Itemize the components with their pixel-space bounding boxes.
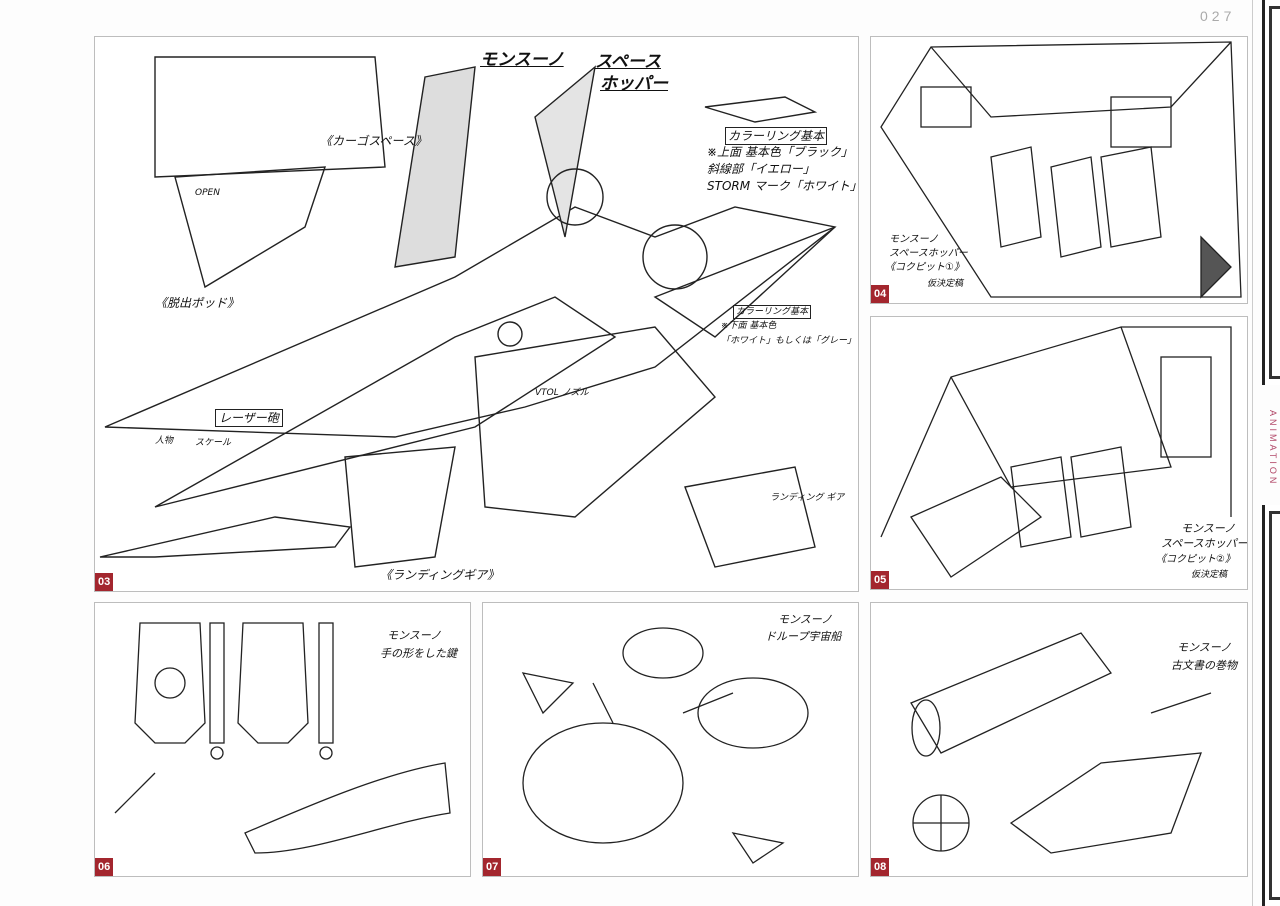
panel-number-badge: 07 [483,858,502,876]
space-hopper-sketch [99,56,837,568]
caption: モンスーノ [1181,522,1236,535]
caption: モンスーノ [1177,641,1232,654]
caption: カラーリング基本 [725,127,828,146]
caption: 仮決定稿 [927,279,964,289]
caption: スペースホッパー [1161,537,1248,550]
caption: スペースホッパー [889,248,968,259]
caption-title: スペース [595,52,661,72]
ancient-scroll-sketch [910,632,1212,854]
caption: 仮決定稿 [1191,570,1228,580]
caption: ランディング ギア [770,493,845,503]
caption-title: ホッパー [600,74,668,94]
caption: OPEN [195,188,220,198]
panel-number-badge: 03 [95,573,114,591]
caption: スケール [195,438,232,448]
panel-05-cockpit-2: モンスーノ スペースホッパー 《コクピット②》 仮決定稿 05 [870,316,1248,590]
panel-number-badge: 04 [871,285,890,303]
page-number: 027 [1200,8,1236,24]
caption: STORM マーク「ホワイト」 [707,179,859,193]
panel-07-droop-ship: モンスーノ ドループ宇宙船 07 [482,602,859,877]
cockpit-sketch [880,326,1232,578]
panel-04-cockpit-1: モンスーノ スペースホッパー 《コクピット①》 仮決定稿 04 [870,36,1248,304]
margin-divider [1252,0,1253,906]
caption: 《コクピット②》 [1156,554,1235,565]
cockpit-sketch [880,41,1242,299]
caption: VTOL ノズル [535,388,589,398]
caption: モンスーノ [387,629,442,642]
caption: 《ランディングギア》 [380,568,500,582]
caption: ドループ宇宙船 [765,630,842,643]
panel-06-hand-key: モンスーノ 手の形をした鍵 06 [94,602,471,877]
caption: 「ホワイト」もしくは「グレー」 [721,336,857,346]
caption: 手の形をした鍵 [380,647,457,660]
hand-key-sketch [114,622,451,854]
caption: ※下面 基本色 [721,321,777,331]
panel-number-badge: 08 [871,858,890,876]
caption: レーザー砲 [215,409,283,428]
panel-number-badge: 06 [95,858,114,876]
page-edge-bar [1262,505,1280,906]
caption: カラーリング基本 [733,305,812,320]
panel-number-badge: 05 [871,571,890,589]
caption: モンスーノ [889,234,939,245]
caption: 人物 [155,436,174,446]
caption: 《カーゴスペース》 [320,134,427,148]
page-edge-bar [1262,0,1280,385]
panel-03-space-hopper: モンスーノ スペース ホッパー カラーリング基本 ※上面 基本色「ブラック」 斜… [94,36,859,592]
caption-title: モンスーノ [480,50,564,70]
section-label: ANIMATION [1268,410,1278,487]
caption: 《コクピット①》 [885,262,964,273]
panel-08-ancient-scroll: モンスーノ 古文書の巻物 08 [870,602,1248,877]
caption: 斜線部「イエロー」 [707,162,815,176]
caption: ※上面 基本色「ブラック」 [707,145,853,159]
caption: 《脱出ポッド》 [155,296,240,310]
caption: 古文書の巻物 [1171,659,1237,672]
droop-ship-sketch [521,627,809,864]
caption: モンスーノ [778,613,833,626]
